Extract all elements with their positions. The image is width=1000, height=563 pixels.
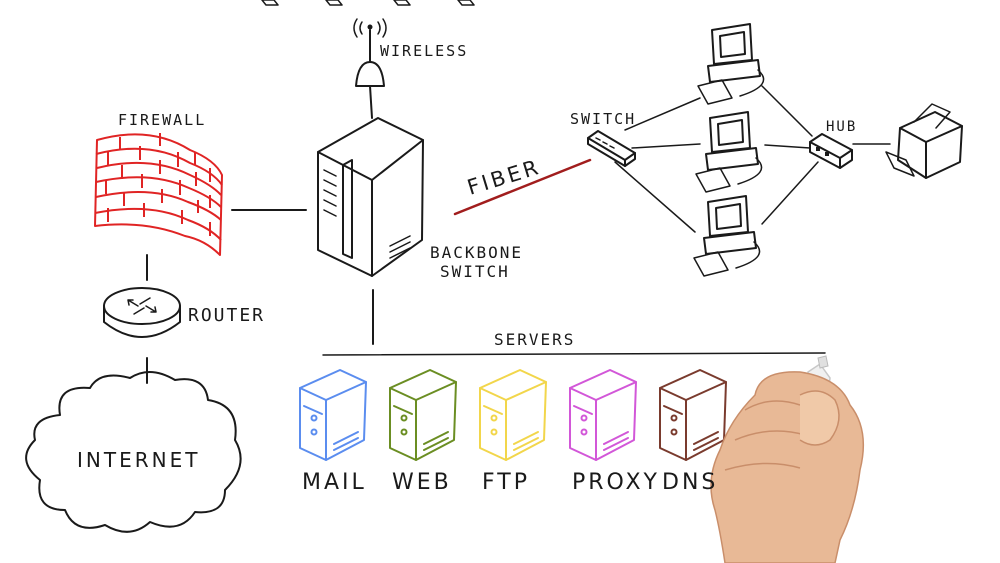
backbone-switch-icon <box>318 118 423 276</box>
router-label: ROUTER <box>188 305 265 326</box>
firewall-icon <box>95 133 222 255</box>
server-web-icon <box>390 370 456 460</box>
server-ftp-icon <box>480 370 546 460</box>
hand-with-marker <box>711 356 863 563</box>
server-name-label: MAIL <box>302 470 367 495</box>
computer-icon <box>698 24 764 104</box>
server-name-label: FTP <box>482 470 530 495</box>
server-mail-icon <box>300 370 366 460</box>
internet-label: INTERNET <box>77 448 200 472</box>
backbone-label-line2: SWITCH <box>440 262 510 281</box>
server-name-label: WEB <box>392 470 452 495</box>
server-name-label: PROXY <box>572 470 660 495</box>
printer-icon <box>886 104 962 178</box>
server-dns-icon <box>660 370 726 460</box>
computer-icon <box>694 196 760 276</box>
hub-label: HUB <box>826 119 857 135</box>
backbone-label-line1: BACKBONE <box>430 243 523 262</box>
servers-group <box>300 370 726 460</box>
switch-label: SWITCH <box>570 110 636 128</box>
router-icon <box>104 288 180 337</box>
top-cropped-devices <box>262 0 474 5</box>
computer-icon <box>696 112 762 192</box>
firewall-label: FIREWALL <box>118 111 206 129</box>
server-name-label: DNS <box>662 470 718 495</box>
wireless-label: WIRELESS <box>380 42 468 60</box>
servers-label: SERVERS <box>494 330 575 349</box>
server-proxy-icon <box>570 370 636 460</box>
switch-icon <box>588 131 635 166</box>
